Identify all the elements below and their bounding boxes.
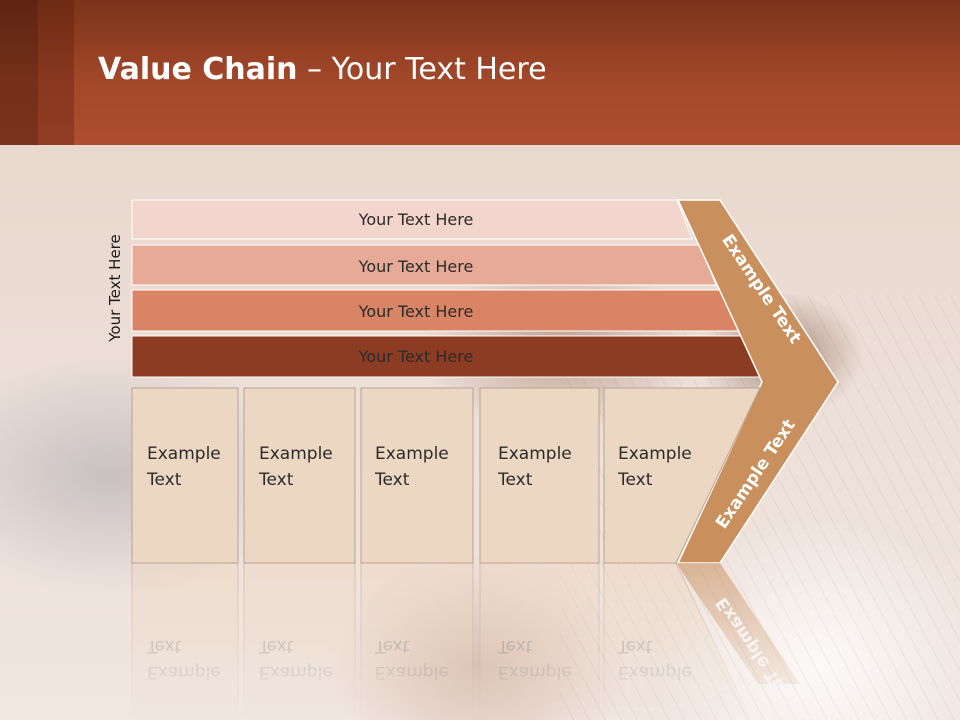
- reflection-box-3: [360, 562, 474, 720]
- reflection-box-5-line1: Example: [618, 662, 692, 682]
- box-2: [243, 387, 356, 564]
- bar-1-label: Your Text Here: [358, 210, 474, 229]
- box-4-line1: Example: [498, 444, 572, 464]
- reflection-box-4: [479, 562, 600, 720]
- box-1: [131, 387, 239, 564]
- reflection: Example Text Example Text Example Text E…: [131, 562, 800, 720]
- bar-2-label: Your Text Here: [358, 257, 474, 276]
- box-2-line1: Example: [259, 444, 333, 464]
- box-4: [479, 387, 600, 564]
- reflection-box-4-line2: Text: [497, 636, 533, 656]
- box-1-line1: Example: [147, 444, 221, 464]
- reflection-chevron: [676, 563, 800, 684]
- box-3-line1: Example: [375, 444, 449, 464]
- reflection-box-3-line2: Text: [374, 636, 410, 656]
- box-group: Example Text Example Text Example Text E…: [131, 387, 761, 564]
- box-2-line2: Text: [258, 470, 294, 490]
- reflection-box-5-line2: Text: [617, 636, 653, 656]
- box-5-line2: Text: [617, 470, 653, 490]
- bar-1: [131, 199, 693, 240]
- bar-group: Your Text Here Your Text Here Your Text …: [131, 199, 764, 378]
- box-5-line1: Example: [618, 444, 692, 464]
- reflection-box-1-line1: Example: [147, 662, 221, 682]
- page-title: Value Chain – Your Text Here: [98, 52, 547, 87]
- box-3-line2: Text: [374, 470, 410, 490]
- header-stripe-dark: [0, 0, 38, 145]
- reflection-box-2: [243, 562, 356, 720]
- header-stripe: [38, 0, 74, 145]
- bar-2: [131, 244, 717, 286]
- reflection-box-2-line1: Example: [259, 662, 333, 682]
- box-1-line2: Text: [146, 470, 182, 490]
- reflection-box-4-line1: Example: [498, 662, 572, 682]
- box-3: [360, 387, 474, 564]
- reflection-box-3-line1: Example: [375, 662, 449, 682]
- box-4-line2: Text: [497, 470, 533, 490]
- title-rest: – Your Text Here: [297, 52, 547, 87]
- title-bold: Value Chain: [98, 52, 298, 87]
- header-band: Value Chain – Your Text Here: [0, 0, 960, 145]
- bar-3-label: Your Text Here: [358, 302, 474, 321]
- bar-4-label: Your Text Here: [358, 347, 474, 366]
- reflection-box-2-line2: Text: [258, 636, 294, 656]
- reflection-box-1-line2: Text: [146, 636, 182, 656]
- reflection-box-1: [131, 562, 239, 720]
